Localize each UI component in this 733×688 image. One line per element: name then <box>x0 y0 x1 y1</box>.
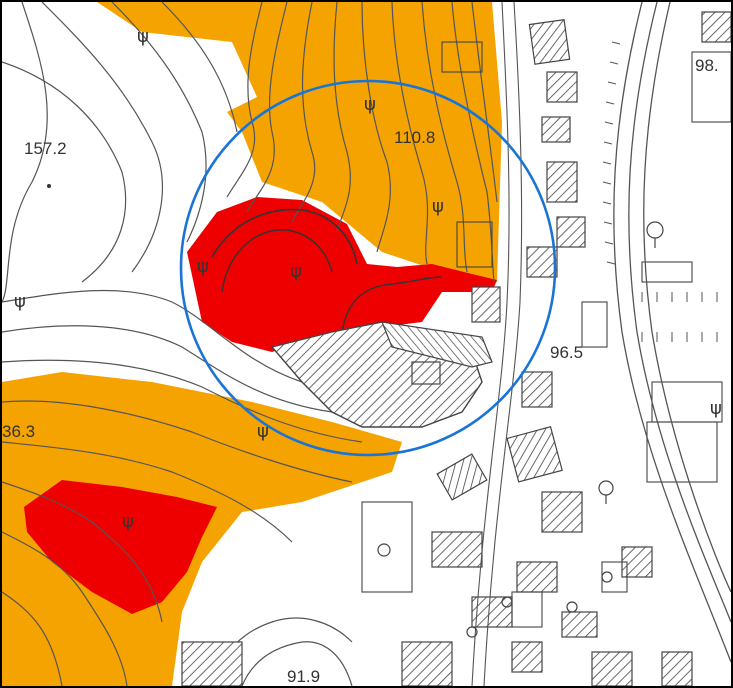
forest-symbol-icon: ψ <box>14 291 26 312</box>
elevation-label-98: 98. <box>695 56 719 75</box>
elevation-label-91: 91.9 <box>287 667 320 686</box>
elevation-labels: 157.2 110.8 98. 96.5 36.3 91.9 <box>2 56 719 686</box>
forest-symbol-icon: ψ <box>257 421 269 442</box>
forest-symbol-icon: ψ <box>710 398 722 419</box>
rail-ticks <box>602 41 718 342</box>
forest-symbol-icon: ψ <box>290 261 302 282</box>
elevation-label-36: 36.3 <box>2 422 35 441</box>
elevation-label-110: 110.8 <box>394 128 435 147</box>
forest-symbol-icon: ψ <box>122 511 134 532</box>
elevation-label-157: 157.2 <box>24 139 67 158</box>
rail-lines <box>471 2 731 686</box>
elevation-label-96: 96.5 <box>550 343 583 362</box>
selection-circle[interactable] <box>179 79 557 457</box>
forest-symbol-icon: ψ <box>432 196 444 217</box>
deciduous-tree-icon <box>377 221 664 638</box>
forest-symbol-icon: ψ <box>197 256 209 277</box>
spot-height-marker <box>47 184 51 188</box>
forest-symbols: ψ ψ ψ ψ ψ ψ ψ ψ ψ <box>14 26 722 638</box>
embankment-hatch <box>211 208 443 333</box>
forest-symbol-icon: ψ <box>137 26 149 47</box>
forest-symbol-icon: ψ <box>364 94 376 115</box>
buildings-hatched <box>181 11 731 686</box>
